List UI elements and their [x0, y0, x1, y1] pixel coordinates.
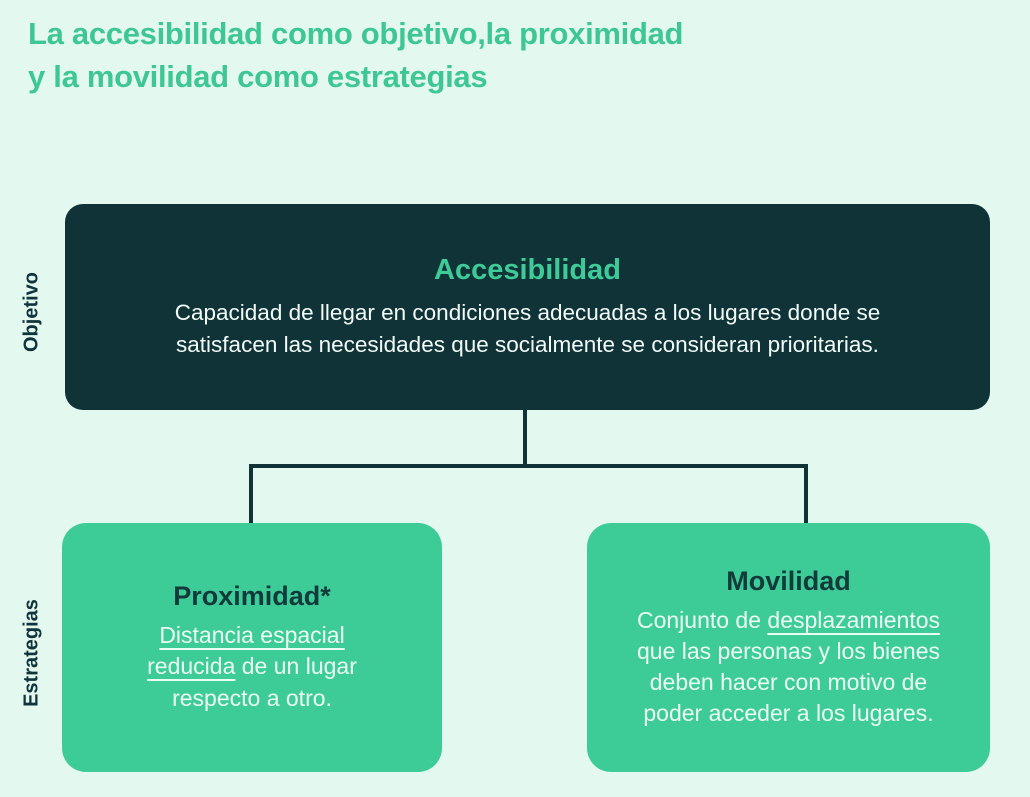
strategy-box-proximidad: Proximidad* Distancia espacial reducida …	[62, 523, 442, 772]
movilidad-heading: Movilidad	[726, 565, 851, 596]
objective-box-body: Capacidad de llegar en condiciones adecu…	[174, 300, 881, 357]
proximidad-body-underlined: Distancia espacial reducida	[147, 622, 345, 680]
page-title-line2: y la movilidad como estrategias	[28, 59, 488, 95]
strategy-box-movilidad: Movilidad Conjunto de desplazamientos qu…	[587, 523, 990, 772]
proximidad-body: Distancia espacial reducida de un lugar …	[132, 620, 372, 713]
connector-horizontal	[249, 464, 808, 468]
objective-box-heading: Accesibilidad	[434, 254, 621, 287]
connector-right-drop	[804, 464, 808, 524]
side-label-estrategias: Estrategias	[20, 599, 43, 707]
movilidad-body: Conjunto de desplazamientos que las pers…	[624, 605, 954, 729]
connector-left-drop	[249, 464, 253, 524]
page-title-line1: La accesibilidad como objetivo,la proxim…	[28, 16, 684, 51]
side-label-objetivo: Objetivo	[20, 271, 43, 353]
proximidad-heading: Proximidad*	[173, 581, 331, 612]
movilidad-body-underlined: desplazamientos	[767, 606, 941, 633]
page-title: La accesibilidad como objetivo,la proxim…	[28, 12, 684, 99]
objective-box-accesibilidad: Accesibilidad Capacidad de llegar en con…	[65, 204, 990, 410]
proximidad-body-rest: de un lugar respecto a otro.	[172, 653, 357, 711]
movilidad-body-prefix: Conjunto de	[636, 606, 768, 633]
movilidad-body-rest: que las personas y los bienes deben hace…	[636, 637, 941, 727]
connector-stem	[523, 409, 527, 468]
